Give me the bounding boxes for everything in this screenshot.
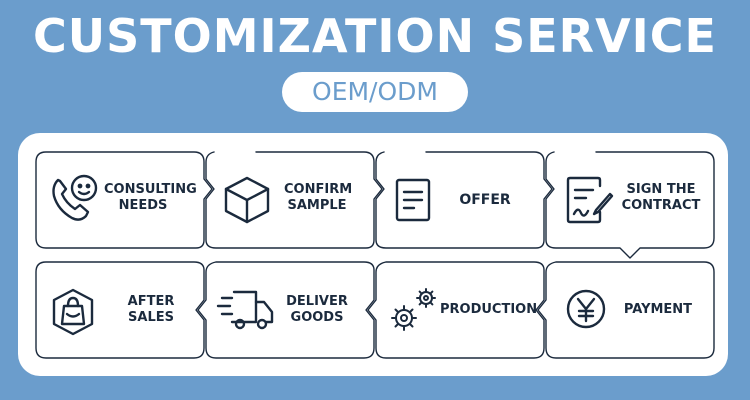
- card-sign-contract: [545, 151, 715, 259]
- phone-chat-icon: [52, 174, 98, 221]
- step-deliver-line2: GOODS: [290, 310, 344, 325]
- card-consulting-needs: [35, 151, 213, 249]
- step-confirm-line2: SAMPLE: [287, 198, 347, 213]
- card-confirm-sample: [205, 151, 383, 249]
- card-production: [367, 261, 545, 359]
- step-deliver-line1: DELIVER: [286, 294, 348, 309]
- step-label: PAYMENT: [620, 302, 696, 318]
- step-consulting-line2: NEEDS: [118, 198, 168, 213]
- step-label: OFFER: [452, 192, 518, 208]
- step-sign-line1: SIGN THE: [626, 182, 696, 197]
- page-title: CUSTOMIZATION SERVICE: [33, 9, 717, 63]
- process-panel: [18, 133, 728, 376]
- document-icon: [395, 178, 431, 222]
- step-label: CONSULTING NEEDS: [104, 182, 197, 214]
- box-icon: [224, 176, 270, 224]
- step-label: AFTER SALES: [118, 294, 184, 326]
- step-label: SIGN THE CONTRACT: [620, 182, 702, 214]
- step-label: PRODUCTION: [440, 302, 538, 318]
- step-production-line1: PRODUCTION: [440, 302, 538, 317]
- step-confirm-line1: CONFIRM: [284, 182, 353, 197]
- step-label: CONFIRM SAMPLE: [284, 182, 353, 214]
- contract-sign-icon: [566, 176, 614, 224]
- subtitle-badge: OEM/ODM: [282, 72, 468, 112]
- gears-icon: [391, 288, 436, 331]
- card-deliver-goods: [197, 261, 375, 359]
- yen-coin-icon: [566, 289, 606, 329]
- step-label: DELIVER GOODS: [282, 294, 352, 326]
- step-after-line1: AFTER: [127, 294, 175, 309]
- step-sign-line2: CONTRACT: [621, 198, 701, 213]
- shopping-bag-icon: [52, 288, 94, 336]
- card-offer: [375, 151, 553, 249]
- step-consulting-line1: CONSULTING: [104, 182, 197, 197]
- step-after-line2: SALES: [128, 310, 174, 325]
- delivery-truck-icon: [216, 290, 274, 330]
- card-payment: [537, 261, 715, 359]
- step-offer-line1: OFFER: [459, 192, 511, 208]
- step-payment-line1: PAYMENT: [623, 302, 693, 317]
- card-after-sales: [35, 261, 205, 359]
